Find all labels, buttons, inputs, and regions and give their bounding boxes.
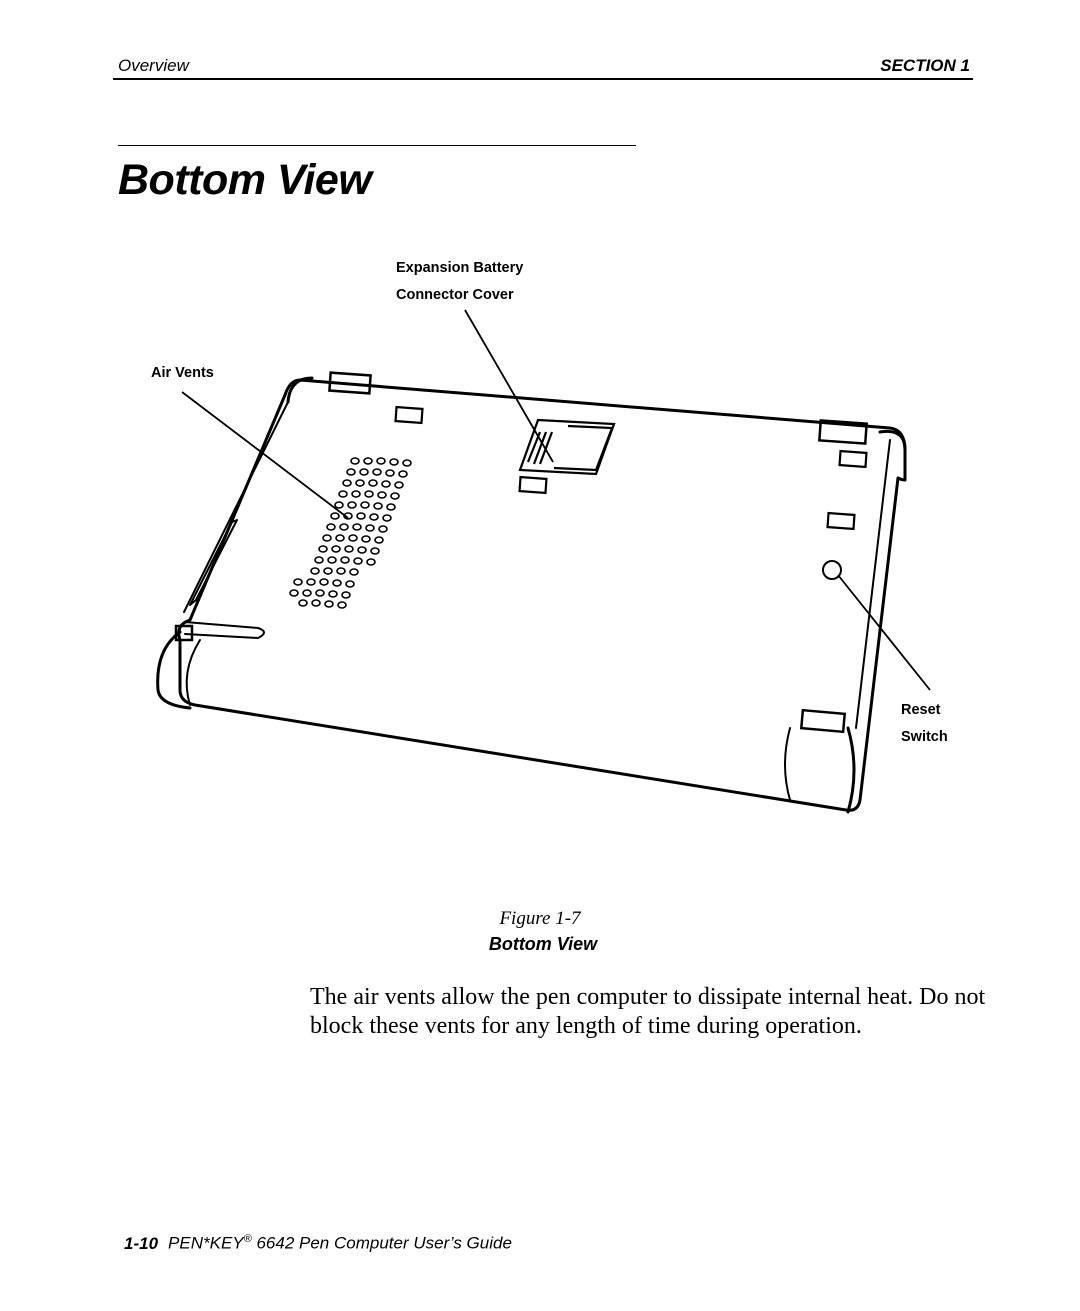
callout-expansion-battery: Expansion Battery Connector Cover [396,260,524,303]
leader-reset-switch [837,574,931,691]
registered-mark: ® [243,1233,252,1245]
footer-product: PEN*KEY [168,1233,244,1253]
body-paragraph: The air vents allow the pen computer to … [310,984,986,1039]
page-footer: 1-10 PEN*KEY® 6642 Pen Computer User’s Gu… [124,1233,512,1254]
device-bottom-illustration [156,309,931,814]
leader-battery-cover [464,309,554,463]
reset-switch [822,560,842,580]
leader-air-vents [181,391,349,519]
page-title: Bottom View [118,156,372,204]
figure-caption: Bottom View [488,934,598,954]
header-rule [113,78,973,80]
footer-title: 6642 Pen Computer User’s Guide [251,1233,512,1253]
running-header-section: SECTION 1 [880,56,970,75]
callout-reset-switch: Reset Switch [901,702,948,745]
title-rule [118,145,636,146]
callout-air-vents: Air Vents [151,365,214,381]
running-header-left: Overview [118,56,189,75]
page-number: 1-10 [124,1233,159,1253]
figure-number: Figure 1-7 [499,908,581,929]
